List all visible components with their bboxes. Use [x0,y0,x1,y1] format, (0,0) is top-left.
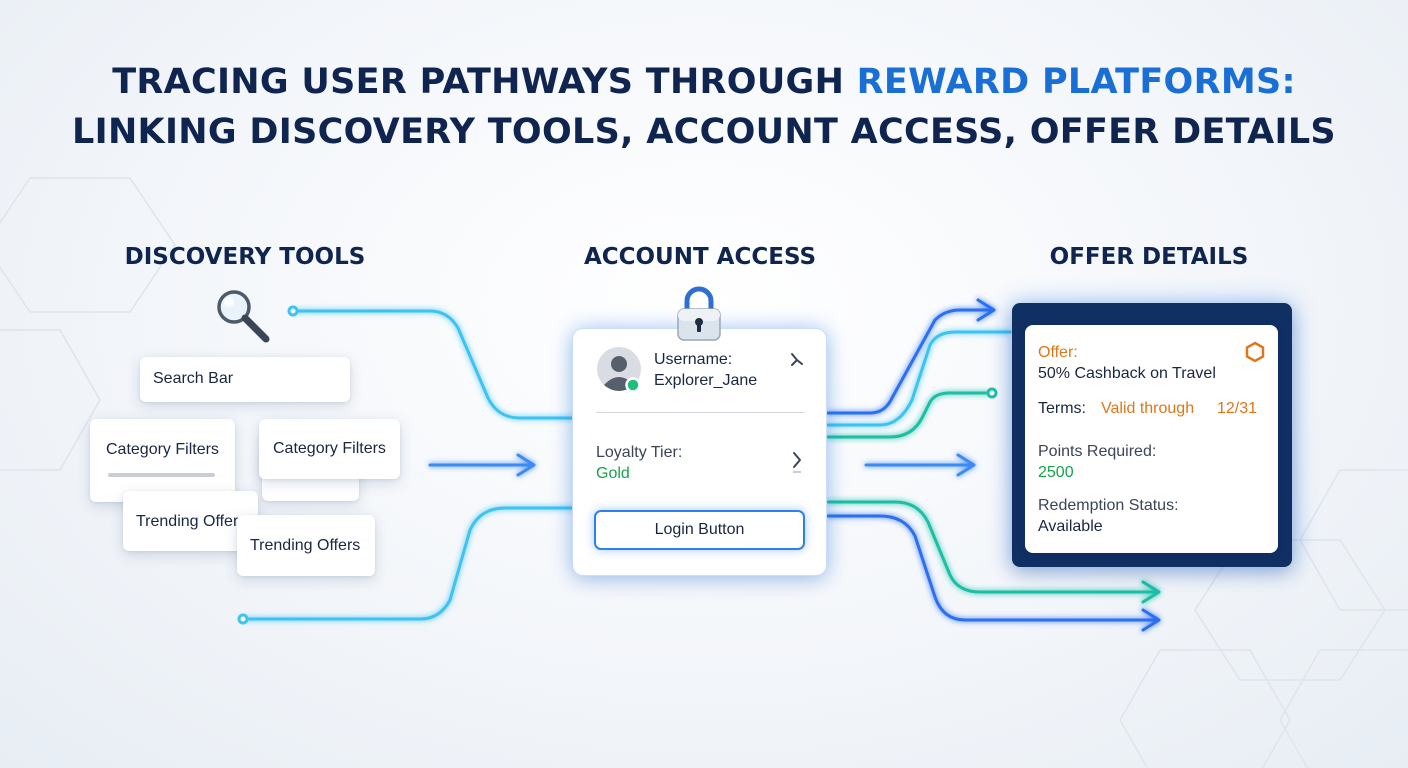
login-button[interactable]: Login Button [594,510,805,550]
points-required-label: Points Required: [1038,443,1157,460]
search-bar-card[interactable]: Search Bar [140,357,350,402]
flow-line-account-to-offer-cyan [826,330,1012,427]
flow-endpoint-dots [237,305,998,625]
trending-offers-label: Trending Offer [136,513,239,530]
flow-line-account-to-offer-top [826,298,996,415]
section-heading-offer: OFFER DETAILS [1049,244,1249,270]
page-title-line-1: TRACING USER PATHWAYS THROUGH REWARD PLA… [0,62,1408,102]
loyalty-tier-value: Gold [596,465,630,482]
title-accent-text: REWARD PLATFORMS: [856,62,1296,102]
section-heading-discovery: DISCOVERY TOOLS [124,244,366,270]
category-filters-label-2: Category Filters [273,440,386,457]
magnifying-glass-icon [217,290,270,343]
account-divider [596,412,805,413]
flow-line-account-to-exit-teal [826,500,1161,604]
flow-line-account-to-exit-blue [826,514,1161,632]
trending-offers-card[interactable]: Trending Offer [123,491,258,551]
category-filters-label: Category Filters [106,441,219,458]
flow-line-search-to-account [291,309,577,420]
flow-arrow-account-to-offer [864,453,976,477]
trending-offers-card-2[interactable]: Trending Offers [237,515,375,576]
category-filters-card[interactable]: Category Filters [90,419,235,502]
redemption-status-value: Available [1038,518,1103,535]
username-value: Explorer_Jane [654,372,758,389]
chevron-right-icon[interactable] [791,450,803,474]
hexagon-badge-icon [1245,341,1265,363]
redemption-status-label: Redemption Status: [1038,497,1179,514]
offer-label: Offer: [1038,344,1078,361]
flow-arrow-discovery-to-account [428,453,536,477]
terms-value: Valid through [1101,400,1195,417]
category-filters-card-2[interactable]: Category Filters [259,419,400,479]
expand-icon[interactable] [789,352,805,368]
terms-date: 12/31 [1217,400,1258,417]
search-bar-label: Search Bar [153,370,234,387]
user-avatar [597,347,641,393]
lock-icon [677,286,721,341]
page-title-line-2: LINKING DISCOVERY TOOLS, ACCOUNT ACCESS,… [72,112,1336,152]
offer-details-card: Offer: 50% Cashback on Travel Terms: Val… [1025,325,1278,553]
username-label: Username: [654,351,733,368]
trending-offers-label-2: Trending Offers [250,537,361,554]
section-heading-account: ACCOUNT ACCESS [583,244,817,270]
flow-line-account-to-offer-teal [826,391,992,439]
flow-line-trending-to-account [241,506,577,621]
account-access-card: Username: Explorer_Jane Loyalty Tier: Go… [573,329,826,575]
loyalty-tier-label: Loyalty Tier: [596,444,683,461]
terms-label: Terms: [1038,400,1086,417]
offer-value: 50% Cashback on Travel [1038,365,1216,382]
points-required-value: 2500 [1038,464,1074,481]
filter-slider-bar [108,473,215,477]
title-main-text: TRACING USER PATHWAYS THROUGH [112,62,857,102]
